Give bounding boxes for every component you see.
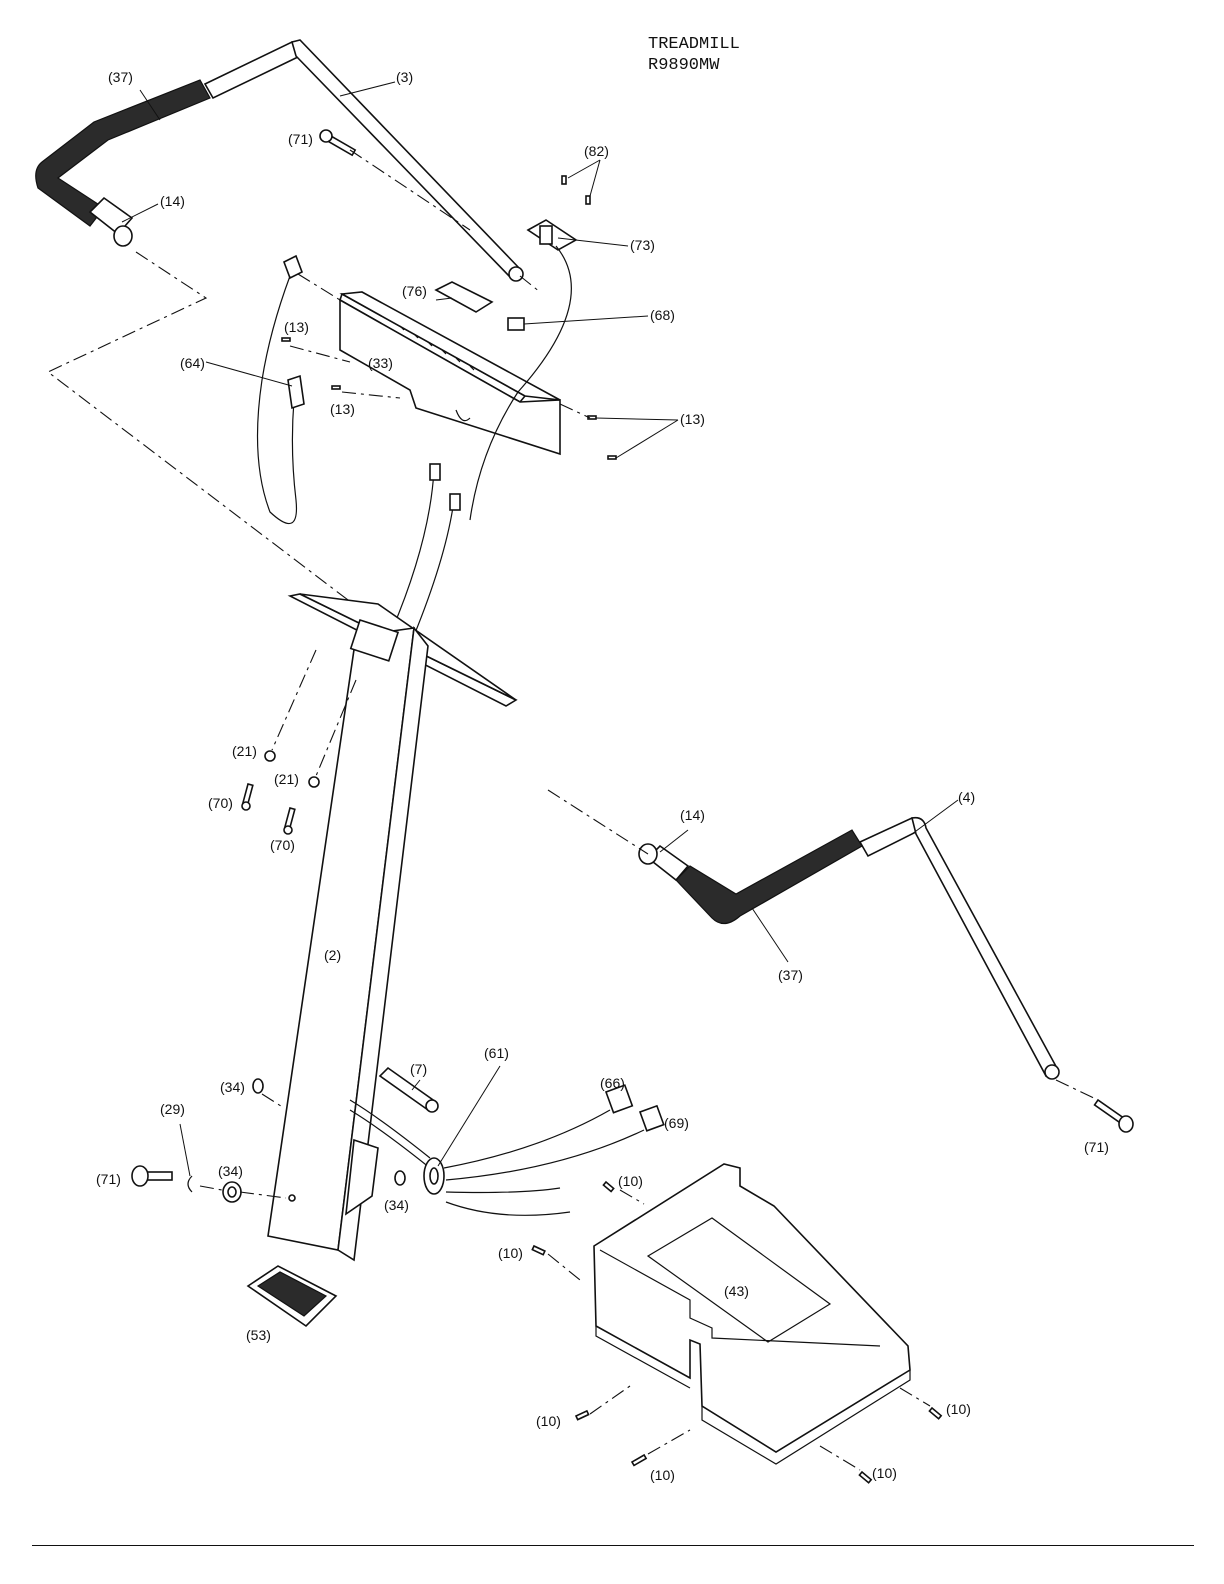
callout-64: (64) <box>180 355 205 371</box>
pad-part-53 <box>246 1265 338 1328</box>
upright-wires <box>391 463 461 651</box>
callout-3: (3) <box>396 69 413 85</box>
callout-33: (33) <box>368 355 393 371</box>
callout-71-top: (71) <box>288 131 313 147</box>
washer-part-21-right <box>308 776 320 788</box>
callout-43: (43) <box>724 1283 749 1299</box>
console-keypad-marks <box>399 325 475 371</box>
callout-66: (66) <box>600 1075 625 1091</box>
callout-13-c: (13) <box>680 411 705 427</box>
screw-part-82-b <box>585 195 591 205</box>
callout-61: (61) <box>484 1045 509 1061</box>
screw-part-10-c <box>574 1409 590 1421</box>
callout-70-left: (70) <box>208 795 233 811</box>
callout-73: (73) <box>630 237 655 253</box>
callout-82: (82) <box>584 143 609 159</box>
callout-10-b: (10) <box>498 1245 523 1261</box>
screw-part-13-b <box>331 385 341 390</box>
bolt-part-71-right <box>1093 1098 1134 1133</box>
console-part-33 <box>339 281 561 456</box>
callout-7: (7) <box>410 1061 427 1077</box>
screw-part-13-d <box>607 455 617 460</box>
right-grip-foam-part-37 <box>675 829 863 925</box>
bolt-part-71-bottom <box>131 1165 173 1187</box>
screw-part-10-a <box>602 1180 615 1193</box>
callout-2: (2) <box>324 947 341 963</box>
bolt-part-70-right <box>283 807 296 835</box>
callout-68: (68) <box>650 307 675 323</box>
washer-part-34-upright <box>252 1078 264 1094</box>
title-line-product: TREADMILL <box>648 35 740 54</box>
bolt-part-70-left <box>241 783 254 811</box>
screw-part-10-d <box>630 1453 648 1467</box>
callout-13-b: (13) <box>330 401 355 417</box>
upright-hole <box>288 1194 296 1202</box>
callout-34-right: (34) <box>384 1197 409 1213</box>
callout-34-upright: (34) <box>220 1079 245 1095</box>
motor-hood-part-43 <box>593 1163 911 1465</box>
callout-34-left: (34) <box>218 1163 243 1179</box>
callout-71-bottom: (71) <box>96 1171 121 1187</box>
screw-part-82-a <box>561 175 567 185</box>
footer-rule <box>32 1545 1194 1546</box>
grommet-part-61 <box>423 1157 445 1195</box>
callout-70-right: (70) <box>270 837 295 853</box>
display-module-part-76 <box>434 281 494 313</box>
callout-14-left: (14) <box>160 193 185 209</box>
callout-10-e: (10) <box>650 1467 675 1483</box>
diagram-title: TREADMILL R9890MW <box>648 34 740 76</box>
right-handlebar-part-4 <box>638 816 1060 1080</box>
washer-part-21-left <box>264 750 276 762</box>
washer-part-34-right <box>394 1170 406 1186</box>
callout-71-right: (71) <box>1084 1139 1109 1155</box>
coiled-cord-part-64 <box>256 254 305 525</box>
base-bracket <box>345 1099 431 1216</box>
callout-14-right: (14) <box>680 807 705 823</box>
callout-10-a: (10) <box>618 1173 643 1189</box>
left-handlebar-part-3 <box>35 39 524 282</box>
title-line-model: R9890MW <box>648 56 720 75</box>
assembly-lines <box>46 149 1099 1471</box>
callout-29: (29) <box>160 1101 185 1117</box>
left-grip-foam-part-37 <box>35 79 211 227</box>
callout-13-a: (13) <box>284 319 309 335</box>
leader-lines <box>121 81 959 1177</box>
callout-21-right: (21) <box>274 771 299 787</box>
callout-76: (76) <box>402 283 427 299</box>
callout-10-f: (10) <box>872 1465 897 1481</box>
screw-part-13-a <box>281 337 291 342</box>
callout-21-left: (21) <box>232 743 257 759</box>
left-end-cap-part-14 <box>88 196 134 236</box>
connector-part-69 <box>638 1104 665 1132</box>
motor-wires <box>443 1084 665 1216</box>
clip-part-29 <box>187 1175 193 1193</box>
screw-part-10-f <box>858 1470 873 1484</box>
screw-part-71-top <box>319 129 357 157</box>
callout-labels: (37) (3) (71) (82) (14) (73) (76) (68) (… <box>96 69 1109 1483</box>
callout-10-d: (10) <box>946 1401 971 1417</box>
connector-part-66 <box>604 1084 634 1114</box>
callout-4: (4) <box>958 789 975 805</box>
upright-part-2 <box>267 593 518 1262</box>
screw-part-10-e <box>928 1406 943 1420</box>
pin-part-7 <box>378 1066 439 1113</box>
key-part-68 <box>507 317 525 331</box>
callout-37-right: (37) <box>778 967 803 983</box>
washer-part-34-left <box>222 1181 242 1203</box>
callout-53: (53) <box>246 1327 271 1343</box>
screw-part-10-b <box>531 1244 546 1256</box>
callout-10-c: (10) <box>536 1413 561 1429</box>
callout-69: (69) <box>664 1115 689 1131</box>
callout-37-left: (37) <box>108 69 133 85</box>
